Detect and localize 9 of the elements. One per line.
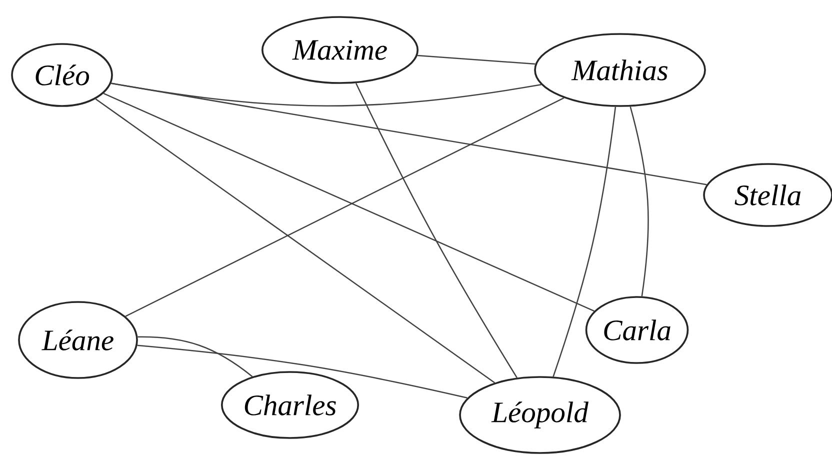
connector-line [111,82,542,106]
connector-line [138,336,253,378]
connector-line [355,82,518,378]
connector-line [552,106,616,377]
connector-line [137,344,468,399]
connector-line [111,82,707,186]
connector-line [630,106,649,296]
connector-line [417,54,536,65]
connector-line [95,98,496,384]
